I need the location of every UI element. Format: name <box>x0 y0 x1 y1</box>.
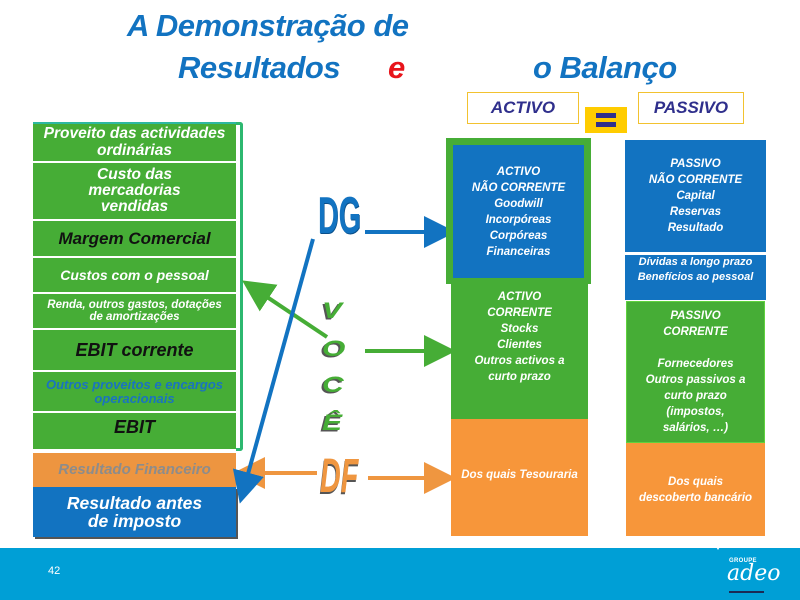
anc-line-4: Corpóreas <box>489 229 548 242</box>
logo-underline <box>729 591 764 593</box>
tesouraria-label: Dos quais Tesouraria <box>461 469 578 481</box>
dg-label: DG <box>318 187 361 245</box>
pd-line-1: descoberto bancário <box>638 491 753 504</box>
ac-line-0: ACTIVO <box>497 291 542 303</box>
pnc-line-1: NÃO CORRENTE <box>648 174 743 186</box>
logo-groupe-text: GROUPE <box>729 558 757 564</box>
passivo-descoberto: Dos quais descoberto bancário <box>626 443 765 536</box>
ac-line-4: Outros activos a <box>474 355 565 367</box>
voce-o: O <box>322 336 346 361</box>
activo-corrente: ACTIVO CORRENTE Stocks Clientes Outros a… <box>451 284 588 419</box>
equals-bar-top <box>596 113 616 118</box>
passivo-divider <box>625 252 766 255</box>
pnc-line-0: PASSIVO <box>670 158 721 170</box>
plp-line-0: Dívidas a longo prazo <box>638 256 753 268</box>
title-conjunction: e <box>388 50 405 85</box>
ir-custos-pessoal: Custos com o pessoal <box>33 258 236 294</box>
pc-line-4: Outros passivos a <box>645 374 746 386</box>
voce-v: V <box>322 298 343 323</box>
equals-sign <box>585 107 627 133</box>
ac-line-3: Clientes <box>497 339 542 351</box>
ir-resultado-financeiro: Resultado Financeiro <box>33 453 236 487</box>
title-line-1: A Demonstração de <box>127 8 409 43</box>
title-line-2b: o Balanço <box>533 50 677 85</box>
ir-custo-mercadorias: Custo das mercadorias vendidas <box>33 163 236 221</box>
arrow-voce-to-income <box>242 280 329 339</box>
page-number: 42 <box>48 565 61 577</box>
ac-line-5: curto prazo <box>488 371 551 383</box>
anc-line-3: Incorpóreas <box>485 213 552 226</box>
ir-resultado-antes-imposto: Resultado antes de imposto <box>33 487 236 537</box>
activo-header: ACTIVO <box>467 92 579 124</box>
anc-line-0: ACTIVO <box>496 165 541 178</box>
pnc-line-3: Reservas <box>669 206 722 218</box>
pc-line-6: (impostos, <box>666 406 725 418</box>
footer-bar <box>0 548 800 600</box>
adeo-logo: adeo <box>727 561 781 586</box>
pc-line-7: salários, …) <box>662 422 729 434</box>
ir-renda-outros: Renda, outros gastos, dotações de amorti… <box>33 294 236 330</box>
ir-margem-comercial: Margem Comercial <box>33 221 236 258</box>
activo-tesouraria: Dos quais Tesouraria <box>451 419 588 536</box>
pc-line-1: CORRENTE <box>663 326 728 338</box>
arrow-dg-to-resultado <box>232 238 315 504</box>
passivo-header: PASSIVO <box>638 92 744 124</box>
voce-c: C <box>322 372 344 397</box>
footer-notch <box>712 540 724 550</box>
pc-line-3: Fornecedores <box>657 358 734 370</box>
pc-line-5: curto prazo <box>664 390 727 402</box>
df-label: DF <box>320 450 359 503</box>
activo-nao-corrente: ACTIVO NÃO CORRENTE Goodwill Incorpóreas… <box>453 145 584 278</box>
ac-line-1: CORRENTE <box>487 307 552 319</box>
passivo-corrente: PASSIVO CORRENTE Fornecedores Outros pas… <box>626 301 765 443</box>
ac-line-2: Stocks <box>500 323 539 335</box>
pnc-line-4: Resultado <box>667 222 724 234</box>
passivo-longo-prazo: Dívidas a longo prazo Benefícios ao pess… <box>625 255 766 300</box>
anc-line-5: Financeiras <box>486 245 551 258</box>
ir-ebit: EBIT <box>33 413 236 451</box>
equals-bar-bottom <box>596 122 616 127</box>
pc-line-0: PASSIVO <box>670 310 721 322</box>
passivo-nao-corrente: PASSIVO NÃO CORRENTE Capital Reservas Re… <box>625 140 766 252</box>
anc-line-2: Goodwill <box>494 197 543 210</box>
anc-line-1: NÃO CORRENTE <box>471 181 566 194</box>
voce-e: Ê <box>322 410 343 435</box>
pnc-line-2: Capital <box>676 190 715 202</box>
title-line-2a: Resultados <box>178 50 341 85</box>
operational-bracket <box>236 122 243 451</box>
plp-line-1: Benefícios ao pessoal <box>637 271 754 283</box>
ir-proveitos: Proveito das actividades ordinárias <box>33 122 236 163</box>
ir-ebit-corrente: EBIT corrente <box>33 330 236 372</box>
ir-outros-proveitos: Outros proveitos e encargos operacionais <box>33 372 236 413</box>
pd-line-0: Dos quais <box>668 475 723 488</box>
